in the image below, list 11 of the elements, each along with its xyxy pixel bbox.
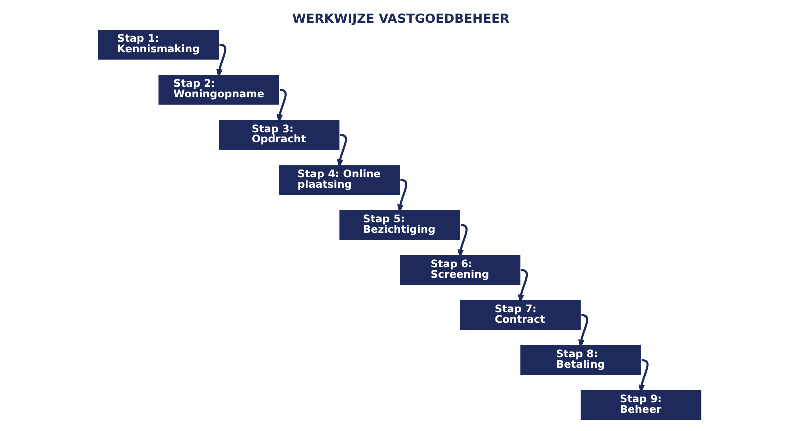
diagram-title: WERKWIJZE VASTGOEDBEHEER xyxy=(292,11,510,26)
arrow xyxy=(337,134,348,169)
node-box: Stap 4: Online plaatsing xyxy=(279,165,400,196)
node-box: Stap 6: Screening xyxy=(400,255,521,286)
node-box: Stap 3: Opdracht xyxy=(219,120,340,150)
node-box: Stap 1: Kennismaking xyxy=(98,30,220,60)
node-box: Stap 5: Bezichtiging xyxy=(340,210,460,240)
node-box: Stap 8: Betaling xyxy=(520,345,642,376)
node-box: Stap 7: Contract xyxy=(460,300,581,330)
node-box: Stap 2: Woningopname xyxy=(158,75,280,105)
node-box: Stap 9: Beheer xyxy=(580,390,702,420)
